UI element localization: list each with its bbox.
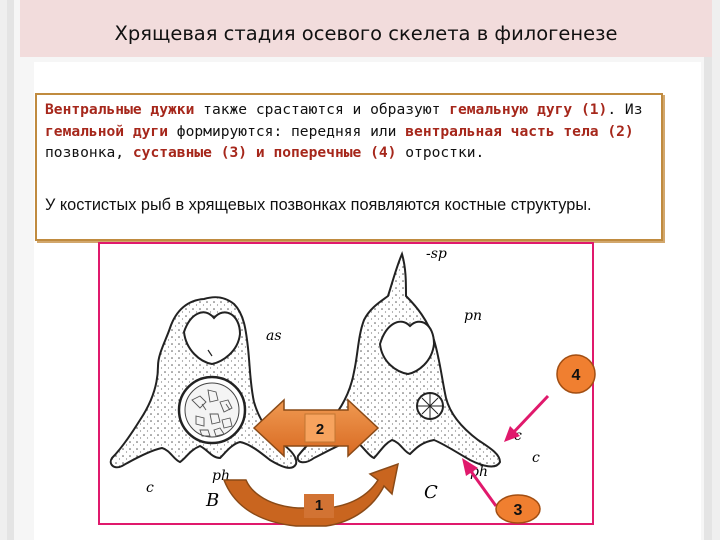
highlighted-term: Вентральные дужки [45, 101, 195, 118]
paragraph-text: позвонка, [45, 144, 133, 161]
figure-frame: -sp as pn ph ph c c c B C 2 1 4 3 [98, 242, 596, 527]
highlighted-term: гемальную дугу (1) [449, 101, 608, 118]
badge-4 [556, 354, 596, 394]
badge-1-label: 1 [315, 497, 323, 514]
slide-right-strip [704, 0, 712, 540]
paragraph-text: . Из [607, 101, 643, 118]
badge-4-label: 4 [572, 367, 581, 384]
label-c-left: c [146, 480, 154, 496]
paragraph-text: также срастаются и образуют [194, 101, 450, 118]
vertebra-illustration: -sp as pn ph ph c c c B C 2 1 4 3 [109, 246, 596, 527]
label-as: as [266, 328, 282, 344]
label-pn: pn [464, 308, 482, 324]
highlighted-term: вентральная часть тела (2) [405, 122, 634, 140]
paragraph-text: отростки. [396, 144, 485, 161]
vertebra-b [109, 296, 298, 469]
paragraph-text: формируются: передняя или [168, 122, 406, 140]
label-c: C [424, 482, 438, 503]
badge-2-label: 2 [316, 421, 324, 438]
label-c-right-lower: c [532, 450, 540, 466]
badge-3-label: 3 [514, 502, 523, 519]
pointer-4-head [504, 426, 520, 442]
pointer-3-line [468, 469, 498, 507]
highlighted-term: суставные (3) и поперечные (4) [132, 144, 397, 161]
label-b: B [205, 490, 219, 511]
highlighted-term: гемальной дуги [45, 122, 169, 140]
label-sp: -sp [426, 246, 447, 262]
pointer-4-line [510, 394, 550, 436]
badge-3 [495, 494, 541, 524]
slide-left-strip [7, 0, 14, 540]
paragraph-bony-fish: У костистых рыб в хрящевых позвонках поя… [45, 196, 592, 214]
badge-1 [304, 494, 334, 518]
paragraph-hemal-arch: Вентральные дужки также срастаются и обр… [45, 99, 657, 164]
slide-title: Хрящевая стадия осевого скелета в филоге… [114, 22, 618, 45]
text-box: Вентральные дужки также срастаются и обр… [35, 93, 663, 241]
curved-arrow-shape [222, 462, 399, 527]
pointer-3-head [462, 458, 478, 476]
title-bar: Хрящевая стадия осевого скелета в филоге… [20, 0, 712, 57]
badge-2 [304, 413, 336, 443]
